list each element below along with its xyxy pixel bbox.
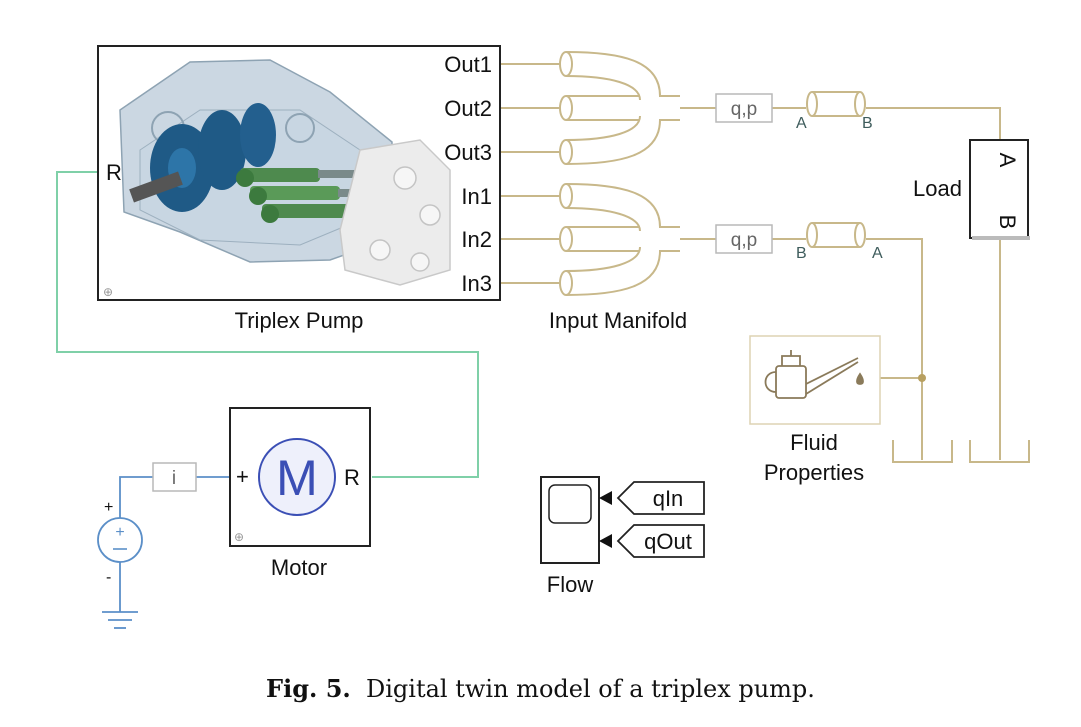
fluid-properties-label-line1: Fluid bbox=[790, 430, 838, 455]
motor-port-plus: + bbox=[236, 464, 249, 489]
pump-port-r: R bbox=[106, 160, 122, 185]
hydraulic-junction bbox=[918, 374, 926, 382]
load-port-a: A bbox=[995, 153, 1020, 168]
goto-tag-qout[interactable]: qOut bbox=[616, 524, 705, 558]
triplex-pump-label: Triplex Pump bbox=[235, 308, 364, 333]
electrical-connections[interactable] bbox=[119, 476, 230, 612]
current-sensor-label: i bbox=[172, 468, 176, 489]
voltage-source-minus: - bbox=[106, 569, 111, 586]
pump-port-out2: Out2 bbox=[444, 96, 492, 121]
pump-port-in3: In3 bbox=[461, 271, 492, 296]
hydraulic-connections[interactable] bbox=[500, 63, 1030, 463]
current-sensor[interactable]: i bbox=[152, 462, 197, 492]
ground-icon bbox=[102, 611, 138, 629]
load-label: Load bbox=[913, 176, 962, 201]
fluid-properties-label-line2: Properties bbox=[764, 460, 864, 485]
goto-tag-qin-label: qIn bbox=[653, 486, 684, 511]
motor-icon: M bbox=[258, 438, 336, 516]
scope-input-arrow-1 bbox=[599, 491, 612, 505]
motor-symbol: M bbox=[276, 450, 318, 506]
voltage-source-icon[interactable]: + bbox=[97, 517, 143, 563]
pipe-in-port-left: B bbox=[796, 245, 807, 262]
scope-icon bbox=[548, 484, 592, 524]
fluid-properties-block[interactable] bbox=[749, 335, 881, 425]
pipe-out-port-right: B bbox=[862, 115, 873, 132]
goto-tag-qin[interactable]: qIn bbox=[616, 481, 705, 515]
pipe-in-port-right: A bbox=[872, 245, 883, 262]
input-manifold-block[interactable] bbox=[559, 51, 680, 296]
flow-sensor-out-label: q,p bbox=[731, 99, 757, 120]
flow-sensor-in[interactable]: q,p bbox=[715, 224, 773, 254]
figure-caption-prefix: Fig. 5. bbox=[266, 674, 351, 703]
goto-tag-qout-label: qOut bbox=[644, 529, 692, 554]
pipe-out-port-left: A bbox=[796, 115, 807, 132]
voltage-source-plus: + bbox=[104, 499, 113, 516]
scope-input-arrow-2 bbox=[599, 534, 612, 548]
triplex-pump-block[interactable]: R Out1 Out2 Out3 In1 In2 In3 ⊕ bbox=[97, 45, 501, 301]
figure-caption: Fig. 5. Digital twin model of a triplex … bbox=[0, 674, 1081, 703]
flow-scope-label: Flow bbox=[547, 572, 594, 597]
flow-sensor-out[interactable]: q,p bbox=[715, 93, 773, 123]
load-port-b: B bbox=[995, 215, 1020, 230]
figure-caption-text: Digital twin model of a triplex pump. bbox=[366, 675, 815, 703]
motor-mask-marker: ⊕ bbox=[234, 530, 244, 544]
mechanical-connection[interactable] bbox=[56, 171, 479, 478]
pump-3d-model-icon bbox=[119, 59, 451, 286]
pump-port-out1: Out1 bbox=[444, 52, 492, 77]
pump-port-in2: In2 bbox=[461, 227, 492, 252]
motor-label: Motor bbox=[271, 555, 327, 580]
pipe-out[interactable]: A B bbox=[796, 91, 873, 132]
fluid-oil-can-icon bbox=[764, 350, 864, 399]
pump-port-out3: Out3 bbox=[444, 140, 492, 165]
motor-block[interactable]: M + R ⊕ bbox=[229, 407, 371, 547]
flow-sensor-in-label: q,p bbox=[731, 230, 757, 251]
voltage-source-inner-plus: + bbox=[115, 524, 124, 541]
flow-scope-block[interactable] bbox=[540, 476, 612, 564]
pipe-icon bbox=[806, 222, 866, 248]
load-block[interactable]: A B bbox=[969, 139, 1030, 240]
input-manifold-label: Input Manifold bbox=[549, 308, 687, 333]
pipe-icon bbox=[806, 91, 866, 117]
pipe-in[interactable]: B A bbox=[796, 222, 883, 262]
motor-port-r: R bbox=[344, 465, 360, 490]
pump-mask-marker: ⊕ bbox=[103, 285, 113, 299]
pump-port-in1: In1 bbox=[461, 184, 492, 209]
